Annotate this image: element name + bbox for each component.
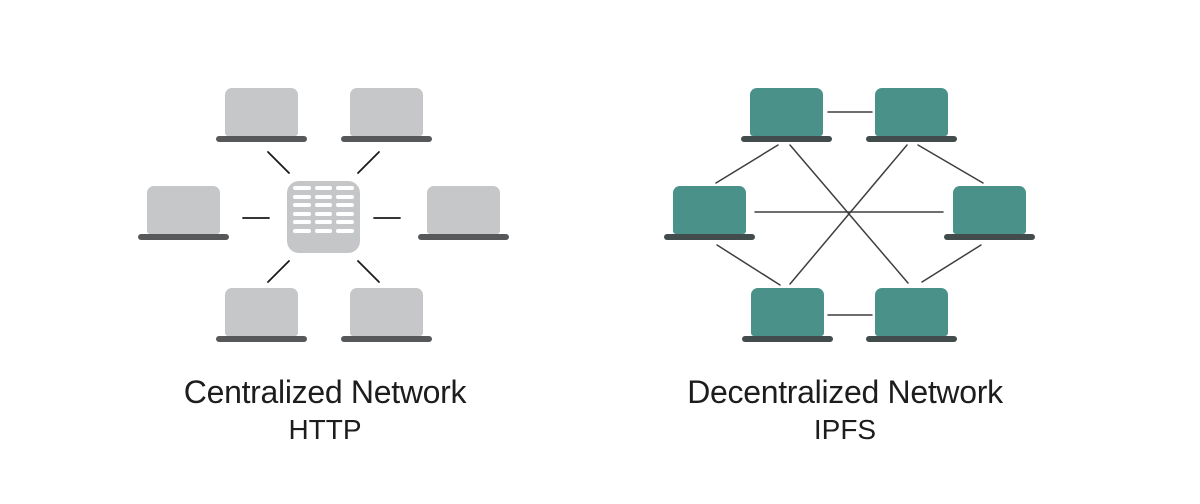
laptop-screen xyxy=(225,88,298,136)
laptop-base xyxy=(418,234,509,240)
server-slot xyxy=(336,220,354,224)
server-slot xyxy=(336,203,354,207)
laptop-screen xyxy=(750,88,823,136)
server-slot xyxy=(293,194,311,199)
server-slot xyxy=(314,220,333,224)
laptop-icon xyxy=(138,186,229,240)
server-slot xyxy=(314,186,333,190)
server-slot xyxy=(293,228,311,233)
laptop-base xyxy=(741,136,832,142)
laptop-icon xyxy=(341,288,432,342)
laptop-icon xyxy=(664,186,755,240)
laptop-base xyxy=(742,336,833,342)
connection-line xyxy=(267,151,290,174)
laptop-base xyxy=(944,234,1035,240)
decentralized-network-protocol: IPFS xyxy=(813,414,877,445)
laptop-screen xyxy=(673,186,746,234)
laptop-screen xyxy=(427,186,500,234)
centralized-network-label: Centralized Network HTTP xyxy=(125,372,525,447)
laptop-base xyxy=(341,336,432,342)
laptop-icon xyxy=(741,88,832,142)
centralized-network-protocol: HTTP xyxy=(288,414,362,445)
laptop-screen xyxy=(953,186,1026,234)
laptop-screen xyxy=(147,186,220,234)
laptop-base xyxy=(341,136,432,142)
decentralized-network-title: Decentralized Network xyxy=(687,374,1003,410)
laptop-base xyxy=(216,136,307,142)
laptop-base xyxy=(866,336,957,342)
laptop-icon xyxy=(418,186,509,240)
server-slot xyxy=(336,194,354,199)
server-icon xyxy=(287,181,360,253)
connection-line xyxy=(789,144,908,285)
laptop-base xyxy=(138,234,229,240)
laptop-screen xyxy=(751,288,824,336)
laptop-icon xyxy=(944,186,1035,240)
server-slot xyxy=(314,211,333,216)
laptop-icon xyxy=(866,288,957,342)
server-slots xyxy=(293,186,354,233)
laptop-screen xyxy=(875,88,948,136)
laptop-screen xyxy=(225,288,298,336)
laptop-icon xyxy=(216,88,307,142)
server-slot xyxy=(336,228,354,233)
server-slot xyxy=(293,211,311,216)
centralized-network-title: Centralized Network xyxy=(183,374,467,410)
server-slot xyxy=(293,220,311,224)
laptop-icon xyxy=(341,88,432,142)
server-slot xyxy=(314,194,333,199)
laptop-screen xyxy=(350,88,423,136)
connection-line xyxy=(715,144,779,184)
server-slot xyxy=(336,211,354,216)
connection-line xyxy=(921,244,982,283)
connection-line xyxy=(357,260,380,283)
server-slot xyxy=(293,186,311,190)
laptop-screen xyxy=(875,288,948,336)
server-slot xyxy=(314,203,333,207)
laptop-screen xyxy=(350,288,423,336)
connection-line xyxy=(357,151,380,174)
decentralized-network-label: Decentralized Network IPFS xyxy=(645,372,1045,447)
laptop-icon xyxy=(742,288,833,342)
connection-line xyxy=(789,144,909,284)
connection-line xyxy=(716,244,781,286)
server-slot xyxy=(293,203,311,207)
laptop-base xyxy=(866,136,957,142)
laptop-base xyxy=(216,336,307,342)
connection-line xyxy=(917,144,984,184)
server-slot xyxy=(314,228,333,233)
laptop-base xyxy=(664,234,755,240)
laptop-icon xyxy=(866,88,957,142)
laptop-icon xyxy=(216,288,307,342)
server-slot xyxy=(336,186,354,190)
connection-line xyxy=(267,260,290,283)
